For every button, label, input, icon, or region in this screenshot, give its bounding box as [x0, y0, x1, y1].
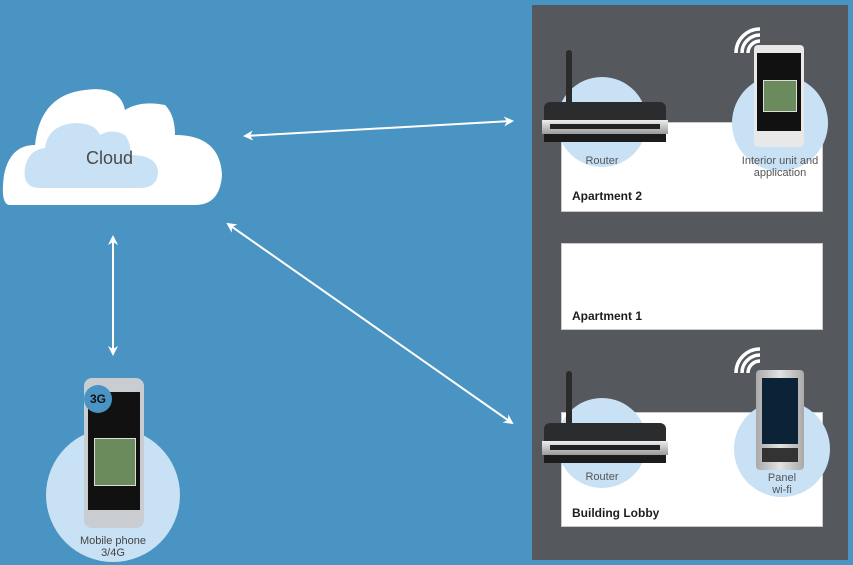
apartment-1-label: Apartment 1: [572, 309, 643, 323]
building-panel: Apartment 2 Apartment 1 Building Lobby R…: [532, 5, 848, 560]
panel-label-1: Panel: [767, 472, 797, 484]
lobby-router-icon: [542, 371, 668, 463]
panel-label-2: wi-fi: [772, 484, 792, 496]
building-lobby-label: Building Lobby: [572, 506, 660, 520]
arrow-cloud-apartment2: [243, 116, 514, 141]
router-icon: [542, 50, 668, 142]
3g-badge: 3G: [84, 385, 112, 413]
apartment-2-label: Apartment 2: [572, 189, 643, 203]
3g-badge-text: 3G: [89, 392, 106, 406]
arrow-cloud-lobby: [226, 222, 514, 425]
apartment-2-router-label: Router: [585, 155, 619, 167]
mobile-label-2: 3/4G: [101, 547, 125, 559]
interior-unit-label-2: application: [753, 167, 807, 179]
apartment-1-room: Apartment 1: [561, 243, 823, 330]
mobile-label-1: Mobile phone: [79, 535, 147, 547]
interior-unit-icon: [754, 45, 804, 147]
lobby-router-label: Router: [585, 471, 619, 483]
wifi-icon: [732, 345, 762, 375]
interior-unit-label-1: Interior unit and: [741, 155, 819, 167]
cloud-label: Cloud: [86, 148, 134, 168]
wifi-panel-icon: [756, 370, 804, 470]
cloud-icon: Cloud: [0, 80, 230, 210]
wifi-icon: [732, 25, 762, 55]
